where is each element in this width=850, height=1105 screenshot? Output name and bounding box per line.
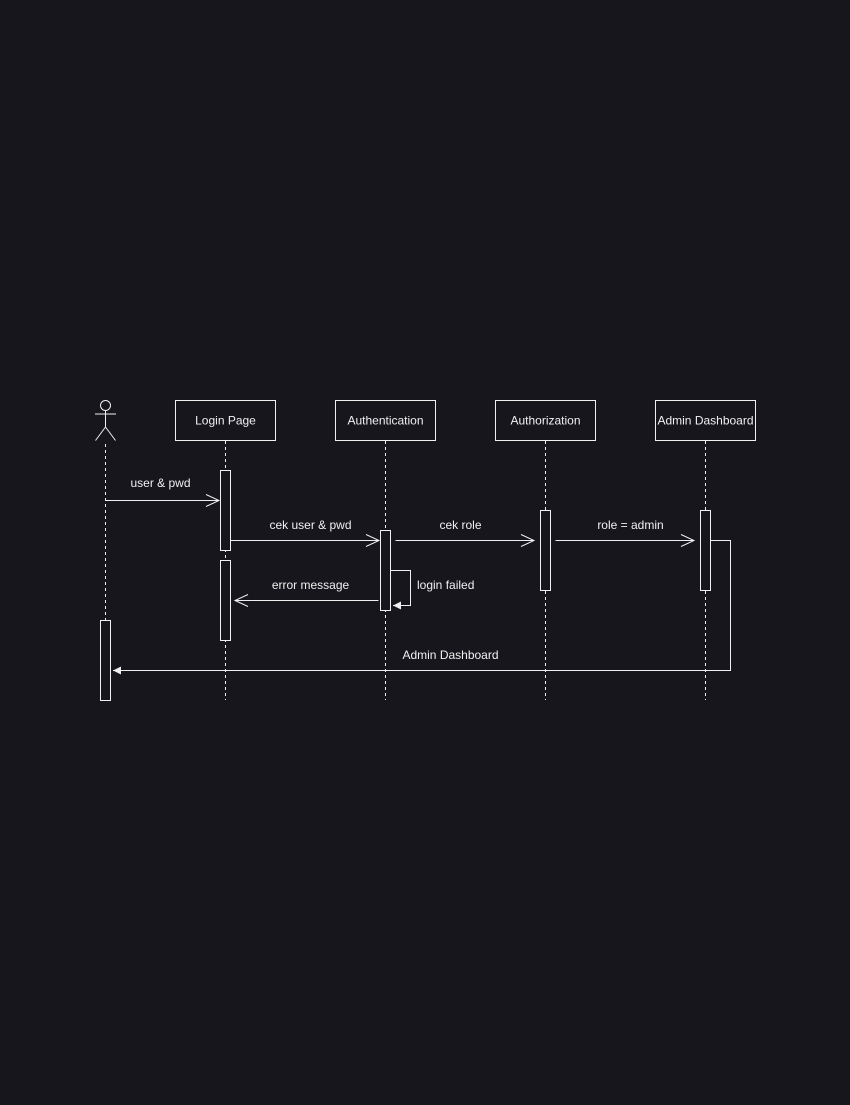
message-cek-user-pwd: cek user & pwd bbox=[230, 518, 381, 547]
activation-bar-login-page-2 bbox=[220, 560, 231, 641]
message-label: user & pwd bbox=[130, 476, 190, 490]
participant-admin-dashboard: Admin Dashboard bbox=[655, 400, 756, 441]
participant-authorization: Authorization bbox=[495, 400, 596, 441]
message-label: role = admin bbox=[597, 518, 663, 532]
participant-label: Admin Dashboard bbox=[657, 414, 753, 428]
activation-bar-login-page-1 bbox=[220, 470, 231, 551]
participant-label: Authentication bbox=[347, 414, 423, 428]
user-actor-icon bbox=[95, 400, 116, 441]
activation-bar-authorization bbox=[540, 510, 551, 591]
participant-label: Authorization bbox=[510, 414, 580, 428]
message-role-admin: role = admin bbox=[555, 518, 696, 547]
activation-bar-admin-dashboard bbox=[700, 510, 711, 591]
message-cek-role: cek role bbox=[395, 518, 536, 547]
message-label: Admin Dashboard bbox=[402, 648, 498, 662]
message-error-message: error message bbox=[233, 578, 379, 607]
message-admin-dashboard-return: Admin Dashboard bbox=[113, 540, 731, 675]
participant-login-page: Login Page bbox=[175, 400, 276, 441]
activation-bar-actor bbox=[100, 620, 111, 701]
activation-bar-authentication bbox=[380, 530, 391, 611]
message-label: cek user & pwd bbox=[269, 518, 351, 532]
message-login-failed: login failed bbox=[390, 570, 474, 610]
participant-authentication: Authentication bbox=[335, 400, 436, 441]
message-user-pwd: user & pwd bbox=[105, 476, 221, 507]
message-label: login failed bbox=[417, 578, 474, 592]
participant-label: Login Page bbox=[195, 414, 256, 428]
message-label: error message bbox=[272, 578, 350, 592]
message-label: cek role bbox=[439, 518, 481, 532]
